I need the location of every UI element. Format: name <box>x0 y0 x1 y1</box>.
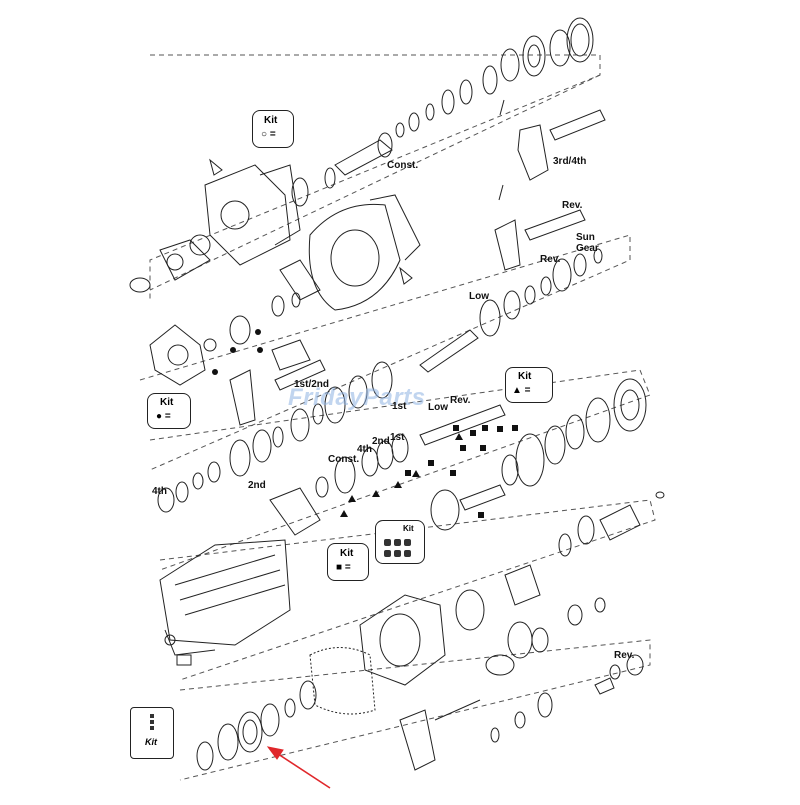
label-const-top: Const. <box>387 160 419 171</box>
rear-cover-left <box>149 292 326 426</box>
kit-title: Kit <box>160 397 174 408</box>
label-2nd-mid: 2nd <box>372 436 390 447</box>
kit-title: Kit <box>145 737 157 747</box>
kit-box-dot: Kit ● = <box>147 393 191 429</box>
kit-title: Kit <box>264 115 278 126</box>
kit-box-square: Kit ■ = <box>327 543 369 581</box>
assembly-planes <box>139 54 656 781</box>
kit-symbol: ▲ = <box>512 385 531 396</box>
kit-box-bottom: Kit <box>130 707 174 759</box>
ring-gears <box>430 378 665 557</box>
middle-shaft-row <box>157 248 603 513</box>
label-2nd-left: 2nd <box>248 480 266 491</box>
kit-symbol: ● = <box>156 411 171 422</box>
label-low-top: Low <box>469 291 489 302</box>
label-rev-top: Rev. <box>562 200 583 211</box>
kit-box-circle: Kit ○ = <box>252 110 294 148</box>
label-rev-bottom: Rev. <box>614 650 635 661</box>
label-1st-2nd: 1st/2nd <box>294 379 330 390</box>
shift-forks-top <box>494 99 606 271</box>
red-arrow <box>266 746 331 789</box>
label-rev-mid: Rev. <box>540 254 561 265</box>
bell-housing <box>279 194 421 311</box>
top-gear-row <box>291 17 594 207</box>
kit-markers <box>212 329 518 518</box>
kit-box-triangle: Kit ▲ = <box>505 367 553 403</box>
label-4th-left: 4th <box>152 486 167 497</box>
label-sun-gear: Sun Gear <box>576 232 599 254</box>
countershaft-row <box>269 404 506 536</box>
label-rev-mid2: Rev. <box>450 395 471 406</box>
main-casing <box>159 539 291 666</box>
kit-symbol: ■ = <box>336 562 351 573</box>
kit-title: Kit <box>518 371 532 382</box>
watermark-logo: FridayParts <box>288 384 426 411</box>
label-low-mid: Low <box>428 402 448 413</box>
kit-symbol: ○ = <box>261 129 276 140</box>
bottom-row <box>196 680 553 771</box>
label-3rd-4th: 3rd/4th <box>553 156 587 167</box>
label-1st-mid: 1st <box>392 401 407 412</box>
label-const-mid: Const. <box>328 454 360 465</box>
kit-title: Kit <box>340 548 354 559</box>
bearing-icons <box>384 539 411 557</box>
label-4th-mid: 4th <box>357 444 372 455</box>
kit-screw-icon <box>150 714 154 730</box>
top-left-covers <box>129 158 301 293</box>
kit-title: Kit <box>403 524 414 533</box>
kit-box-bearings: Kit <box>375 520 425 564</box>
rear-housing <box>309 564 644 715</box>
label-1st-small: 1st <box>390 432 405 443</box>
